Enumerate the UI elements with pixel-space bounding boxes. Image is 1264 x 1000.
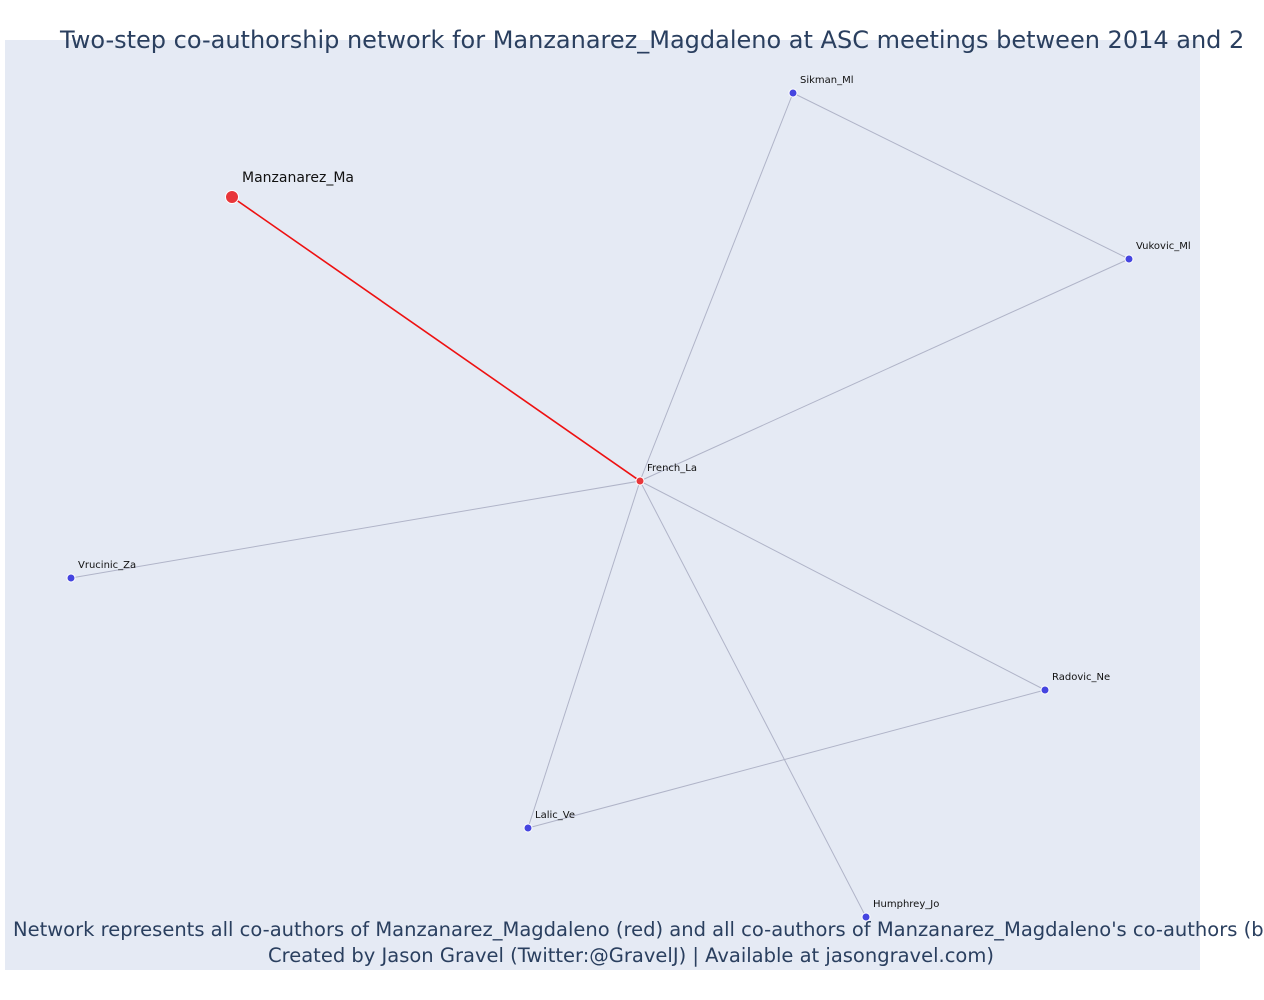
node-label-Vrucinic_Za: Vrucinic_Za [78,560,136,571]
edge-French_La-Sikman_Ml [639,92,794,482]
node-marker-Humphrey_Jo[interactable] [861,912,871,922]
node-Manzanarez_Ma[interactable]: Manzanarez_Ma [225,170,354,204]
node-marker-Vrucinic_Za[interactable] [66,573,76,583]
node-marker-French_La[interactable] [635,476,645,486]
node-French_La[interactable]: French_La [635,463,697,486]
node-label-Manzanarez_Ma: Manzanarez_Ma [242,170,354,186]
node-label-Vukovic_Ml: Vukovic_Ml [1136,241,1191,252]
edge-French_La-Vukovic_Ml [639,258,1130,482]
node-label-Radovic_Ne: Radovic_Ne [1052,672,1110,683]
node-Vukovic_Ml[interactable]: Vukovic_Ml [1124,241,1191,264]
caption-credits: Created by Jason Gravel (Twitter:@Gravel… [268,944,994,967]
caption-network-description: Network represents all co-authors of Man… [13,918,1264,941]
node-marker-Vukovic_Ml[interactable] [1124,254,1134,264]
node-Vrucinic_Za[interactable]: Vrucinic_Za [66,560,136,583]
node-Sikman_Ml[interactable]: Sikman_Ml [788,75,854,98]
node-label-Sikman_Ml: Sikman_Ml [800,75,854,86]
node-Lalic_Ve[interactable]: Lalic_Ve [523,810,575,833]
node-marker-Sikman_Ml[interactable] [788,88,798,98]
plot-area [5,40,1200,970]
node-marker-Lalic_Ve[interactable] [523,823,533,833]
edge-Sikman_Ml-Vukovic_Ml [792,92,1130,260]
node-marker-Manzanarez_Ma[interactable] [225,190,239,204]
chart-title: Two-step co-authorship network for Manza… [60,26,1245,54]
edge-Lalic_Ve-Radovic_Ne [527,689,1046,829]
edge-French_La-Vrucinic_Za [70,480,641,579]
edges-layer [70,92,1130,918]
node-label-Lalic_Ve: Lalic_Ve [535,810,575,821]
node-label-Humphrey_Jo: Humphrey_Jo [873,899,939,910]
node-label-French_La: French_La [647,463,697,474]
node-marker-Radovic_Ne[interactable] [1040,685,1050,695]
edge-French_La-Humphrey_Jo [639,480,867,918]
node-Radovic_Ne[interactable]: Radovic_Ne [1040,672,1110,695]
edge-French_La-Lalic_Ve [527,480,641,829]
node-Humphrey_Jo[interactable]: Humphrey_Jo [861,899,939,922]
edge-French_La-Radovic_Ne [639,480,1046,691]
edge-Manzanarez_Ma-French_La [231,196,641,482]
